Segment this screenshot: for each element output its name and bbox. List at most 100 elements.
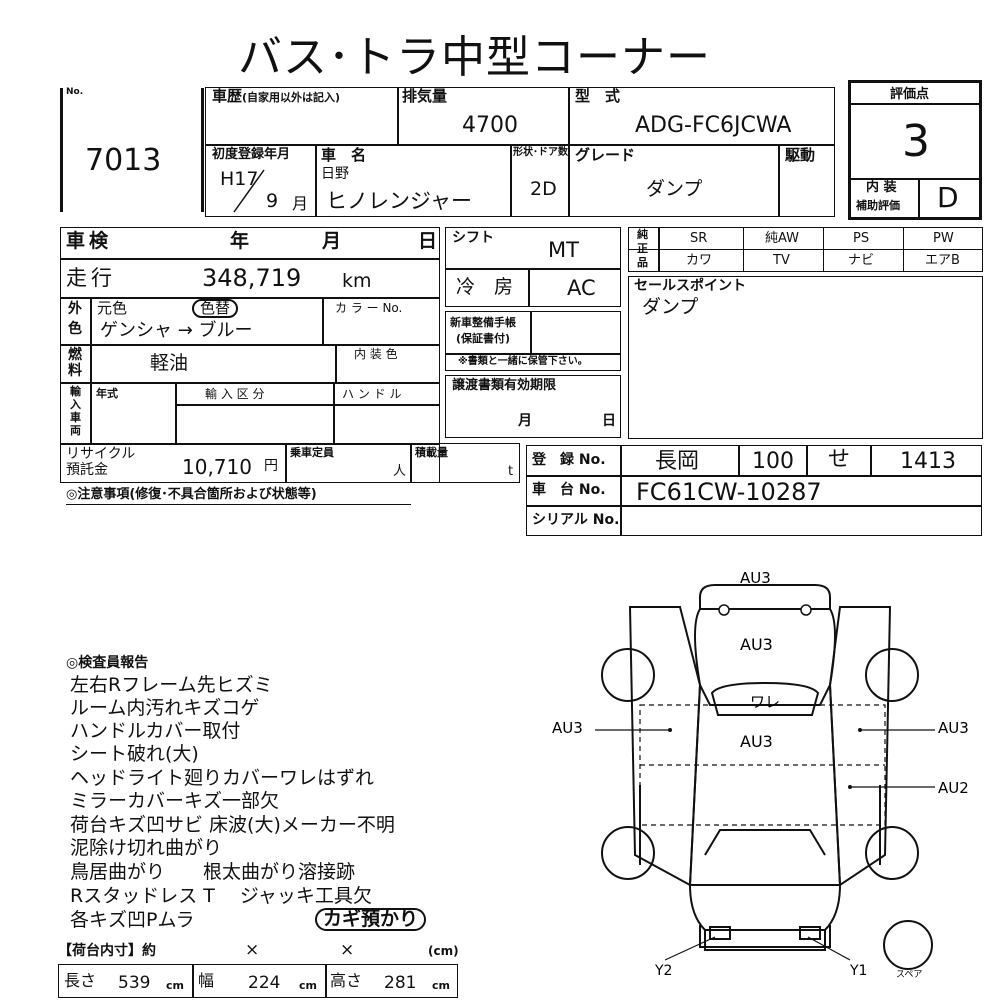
displacement-label: 排気量 bbox=[402, 87, 448, 105]
report-line: 泥除け切れ曲がり bbox=[70, 837, 223, 859]
report-line: ハンドルカバー取付 bbox=[70, 720, 241, 742]
bed-x2: × bbox=[340, 940, 355, 960]
bed-unit: (cm) bbox=[428, 944, 459, 958]
rating-value: 3 bbox=[902, 116, 930, 167]
equip-tv: TV bbox=[773, 253, 790, 268]
capacity-label: 乗車定員 bbox=[290, 446, 334, 459]
inspection-day: 日 bbox=[418, 230, 438, 252]
bed-width-cm: cm bbox=[299, 979, 317, 992]
first-reg-slash bbox=[233, 169, 265, 213]
bed-label: 【荷台内寸】約 bbox=[58, 943, 156, 959]
report-line: ルーム内汚れキズコゲ bbox=[70, 697, 260, 719]
color-label-1: 外 bbox=[68, 301, 82, 317]
notebook-label-1: 新車整備手帳 bbox=[450, 316, 516, 329]
transfer-day: 日 bbox=[602, 413, 616, 429]
report-line: 荷台キズ凹サビ 床波(大)メーカー不明 bbox=[70, 814, 395, 836]
color-changed-label: 色替 bbox=[192, 299, 239, 318]
key-note: カギ預かり bbox=[315, 908, 427, 931]
rating-box bbox=[848, 80, 982, 220]
bed-width-label: 幅 bbox=[198, 971, 215, 990]
interior-color-label: 内 装 色 bbox=[354, 347, 398, 361]
interior-value: D bbox=[937, 181, 959, 214]
import-label-4: 両 bbox=[70, 424, 81, 437]
mileage-label: 走行 bbox=[66, 266, 116, 290]
car-maker: 日野 bbox=[321, 166, 349, 182]
grade-label: グレード bbox=[575, 146, 636, 164]
car-name-label: 車 名 bbox=[321, 146, 367, 164]
diagram-hood-label: AU3 bbox=[740, 635, 773, 654]
bed-length-cm: cm bbox=[166, 979, 184, 992]
equipment-label-3: 品 bbox=[637, 256, 648, 269]
grade-value: ダンプ bbox=[646, 178, 703, 200]
equip-leather: カワ bbox=[686, 253, 713, 268]
recycle-unit: 円 bbox=[264, 458, 278, 474]
mileage-unit: km bbox=[342, 270, 372, 292]
inspection-month: 月 bbox=[322, 230, 342, 252]
chassis-value: FC61CW-10287 bbox=[636, 478, 822, 506]
rating-label: 評価点 bbox=[890, 87, 930, 102]
chassis-label: 車 台 No. bbox=[532, 482, 606, 498]
first-reg-month-unit: 月 bbox=[292, 194, 309, 213]
recycle-value: 10,710 bbox=[182, 455, 252, 479]
diagram-cab-label: AU3 bbox=[740, 732, 773, 751]
color-original-label: 元色 bbox=[97, 299, 128, 317]
import-category-label: 輸 入 区 分 bbox=[205, 387, 265, 401]
model-value: ADG-FC6JCWA bbox=[635, 113, 792, 138]
registration-grid bbox=[526, 445, 982, 536]
interior-label-sub: 補助評価 bbox=[856, 199, 900, 212]
import-label-1: 輸 bbox=[70, 385, 81, 398]
report-line: 鳥居曲がり 根太曲がり溶接跡 bbox=[70, 861, 356, 883]
report-line: Rスタッドレス T ジャッキ工具欠 bbox=[70, 885, 372, 907]
first-reg-year: H17 bbox=[220, 168, 259, 190]
fuel-label-1: 燃 bbox=[68, 347, 82, 363]
top-grid bbox=[205, 87, 835, 217]
report-line: ミラーカバーキズ一部欠 bbox=[70, 790, 280, 812]
registration-class: 100 bbox=[752, 449, 794, 474]
first-reg-month: 9 bbox=[266, 190, 279, 212]
model-label: 型 式 bbox=[575, 87, 621, 105]
selling-point-label: セールスポイント bbox=[634, 278, 746, 294]
color-value: ゲンシャ → ブルー bbox=[100, 320, 253, 341]
bed-height-label: 高さ bbox=[330, 971, 363, 990]
bed-length: 539 bbox=[118, 973, 151, 993]
shift-label: シフト bbox=[452, 230, 494, 246]
capacity-unit: 人 bbox=[393, 464, 407, 479]
registration-number: 1413 bbox=[900, 449, 956, 474]
diagram-y2-label: Y2 bbox=[654, 963, 672, 979]
history-label: 車歴(自家用以外は記入) bbox=[212, 87, 341, 105]
bed-height: 281 bbox=[384, 973, 417, 993]
selling-point-value: ダンプ bbox=[642, 296, 699, 318]
diagram-front-label: AU3 bbox=[740, 569, 771, 587]
bed-dimensions-grid bbox=[58, 964, 458, 998]
interior-label: 内 装 bbox=[866, 180, 897, 195]
report-line: 左右Rフレーム先ヒズミ bbox=[70, 674, 273, 696]
import-label-2: 入 bbox=[70, 398, 81, 411]
equip-aw: 純AW bbox=[765, 231, 800, 246]
report-title: ◎検査員報告 bbox=[66, 655, 149, 671]
notebook-note: ※書類と一緒に保管下さい。 bbox=[458, 356, 588, 367]
registration-kana: せ bbox=[828, 447, 851, 472]
import-year-label: 年式 bbox=[96, 387, 118, 400]
notes-label: ◎注意事項(修復･不具合箇所および状態等) bbox=[66, 487, 317, 502]
transfer-month: 月 bbox=[518, 413, 532, 429]
diagram-spare-label: スペア bbox=[896, 970, 922, 980]
bed-width: 224 bbox=[248, 973, 281, 993]
import-handle-label: ハ ン ド ル bbox=[342, 387, 402, 401]
bed-length-label: 長さ bbox=[64, 971, 97, 990]
bed-x1: × bbox=[245, 940, 260, 960]
equip-sr: SR bbox=[690, 231, 708, 246]
transfer-box bbox=[445, 375, 621, 438]
ac-value: AC bbox=[567, 276, 596, 300]
lot-number-box bbox=[60, 88, 204, 212]
truck-damage-diagram: AU3 AU3 ワレ AU3 AU3 AU3 AU2 Y2 Y1 スペア bbox=[552, 569, 969, 980]
recycle-label-2: 預託金 bbox=[66, 462, 108, 478]
inspection-year: 年 bbox=[230, 230, 250, 252]
load-label: 積載量 bbox=[415, 446, 448, 459]
page-title: バス･トラ中型コーナー bbox=[238, 32, 711, 83]
color-code-label: カ ラ ー No. bbox=[335, 301, 403, 315]
lot-number: 7013 bbox=[85, 143, 162, 178]
diagram-windshield-label: ワレ bbox=[750, 693, 780, 711]
import-label-3: 車 bbox=[70, 411, 81, 424]
inspection-label: 車検 bbox=[66, 230, 113, 252]
notebook-label-2: (保証書付) bbox=[456, 332, 511, 345]
